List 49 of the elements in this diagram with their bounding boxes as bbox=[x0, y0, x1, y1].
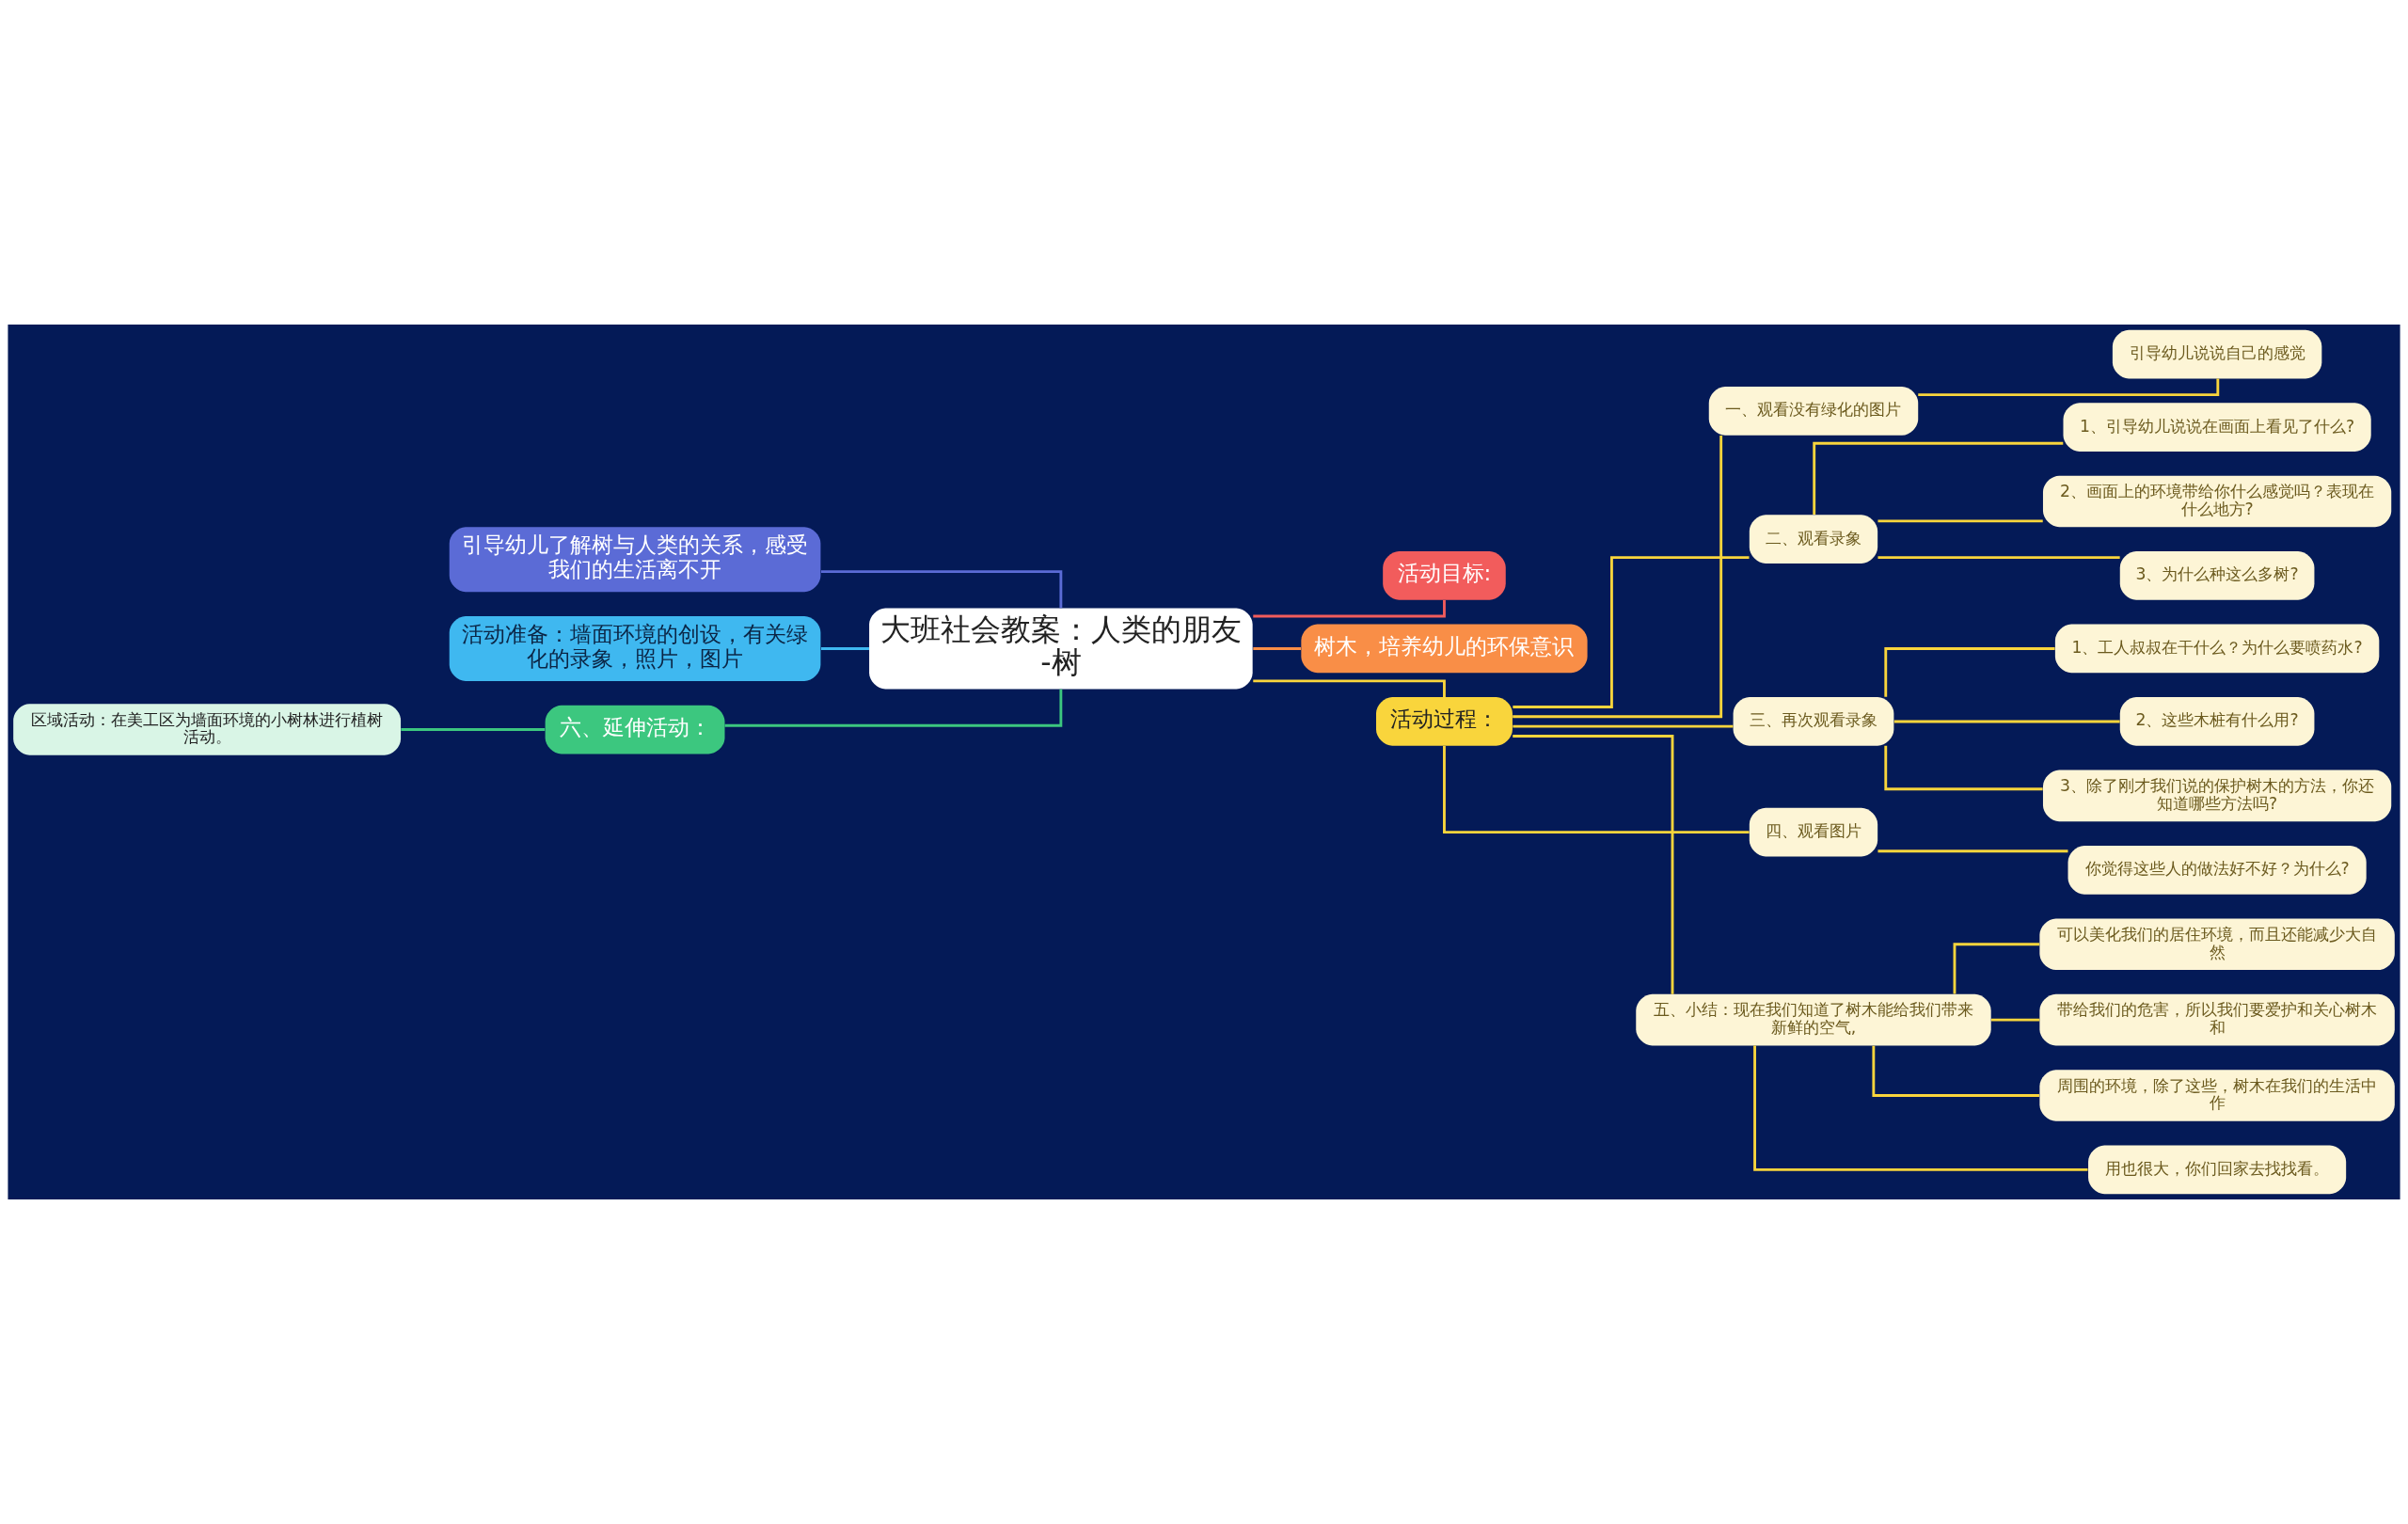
node-box: 引导幼儿说说自己的感觉 bbox=[2112, 329, 2322, 379]
node-box: 三、再次观看录象 bbox=[1733, 697, 1894, 746]
node-box: 2、画面上的环境带给你什么感觉吗？表现在什么地方? bbox=[2042, 475, 2392, 528]
node-box: 2、这些木桩有什么用? bbox=[2119, 697, 2315, 746]
connector bbox=[821, 570, 1063, 609]
connector bbox=[1253, 647, 1301, 650]
connector bbox=[1253, 679, 1446, 697]
connector bbox=[1813, 441, 2064, 515]
node-box: 一、观看没有绿化的图片 bbox=[1708, 387, 1919, 436]
node-box: 带给我们的危害，所以我们要爱护和关心树木和 bbox=[2039, 993, 2395, 1046]
connector bbox=[1877, 519, 2043, 523]
node-box: 四、观看图片 bbox=[1749, 807, 1878, 857]
connector bbox=[1253, 600, 1446, 618]
connector bbox=[401, 728, 546, 731]
node-box: 活动目标: bbox=[1383, 551, 1506, 600]
connector bbox=[1753, 1045, 2088, 1171]
connector bbox=[1513, 435, 1723, 719]
connector bbox=[1877, 849, 2068, 853]
connector bbox=[1884, 647, 2055, 697]
node-box: 用也很大，你们回家去找找看。 bbox=[2088, 1145, 2347, 1195]
node-box: 二、观看录象 bbox=[1749, 515, 1878, 564]
node-box: 区域活动：在美工区为墙面环境的小树林进行植树活动。 bbox=[13, 704, 402, 755]
node-box: 活动过程： bbox=[1376, 697, 1513, 746]
connector bbox=[1918, 378, 2220, 397]
node-box: 周围的环境，除了这些，树木在我们的生活中作 bbox=[2039, 1070, 2395, 1121]
connector bbox=[821, 647, 869, 650]
node-box: 1、引导幼儿说说在画面上看见了什么? bbox=[2063, 403, 2371, 452]
connector bbox=[1513, 735, 1674, 994]
node-box: 活动准备：墙面环境的创设，有关绿化的录象，照片，图片 bbox=[449, 616, 821, 681]
connector bbox=[1893, 720, 2120, 723]
node-box: 六、延伸活动： bbox=[545, 705, 725, 754]
node-box: 大班社会教案：人类的朋友-树 bbox=[869, 608, 1253, 690]
node-box: 可以美化我们的居住环境，而且还能减少大自然 bbox=[2039, 918, 2395, 970]
connector bbox=[1872, 1045, 2040, 1097]
connector bbox=[1884, 745, 2043, 791]
node-box: 3、除了刚才我们说的保护树木的方法，你还知道哪些方法吗? bbox=[2042, 770, 2392, 822]
node-box: 五、小结：现在我们知道了树木能给我们带来新鲜的空气, bbox=[1636, 993, 1991, 1046]
node-box: 树木，培养幼儿的环保意识 bbox=[1301, 624, 1588, 674]
connector bbox=[1513, 724, 1734, 728]
node-box: 1、工人叔叔在干什么？为什么要喷药水? bbox=[2054, 624, 2380, 674]
connector bbox=[724, 689, 1063, 727]
connector bbox=[1953, 943, 2040, 994]
node-box: 你觉得这些人的做法好不好？为什么? bbox=[2067, 846, 2367, 895]
connector bbox=[1877, 556, 2120, 559]
connector bbox=[1513, 556, 1750, 708]
node-box: 引导幼儿了解树与人类的关系，感受我们的生活离不开 bbox=[449, 527, 821, 593]
connector bbox=[1990, 1018, 2040, 1022]
node-box: 3、为什么种这么多树? bbox=[2119, 551, 2315, 600]
connector bbox=[1443, 746, 1750, 834]
